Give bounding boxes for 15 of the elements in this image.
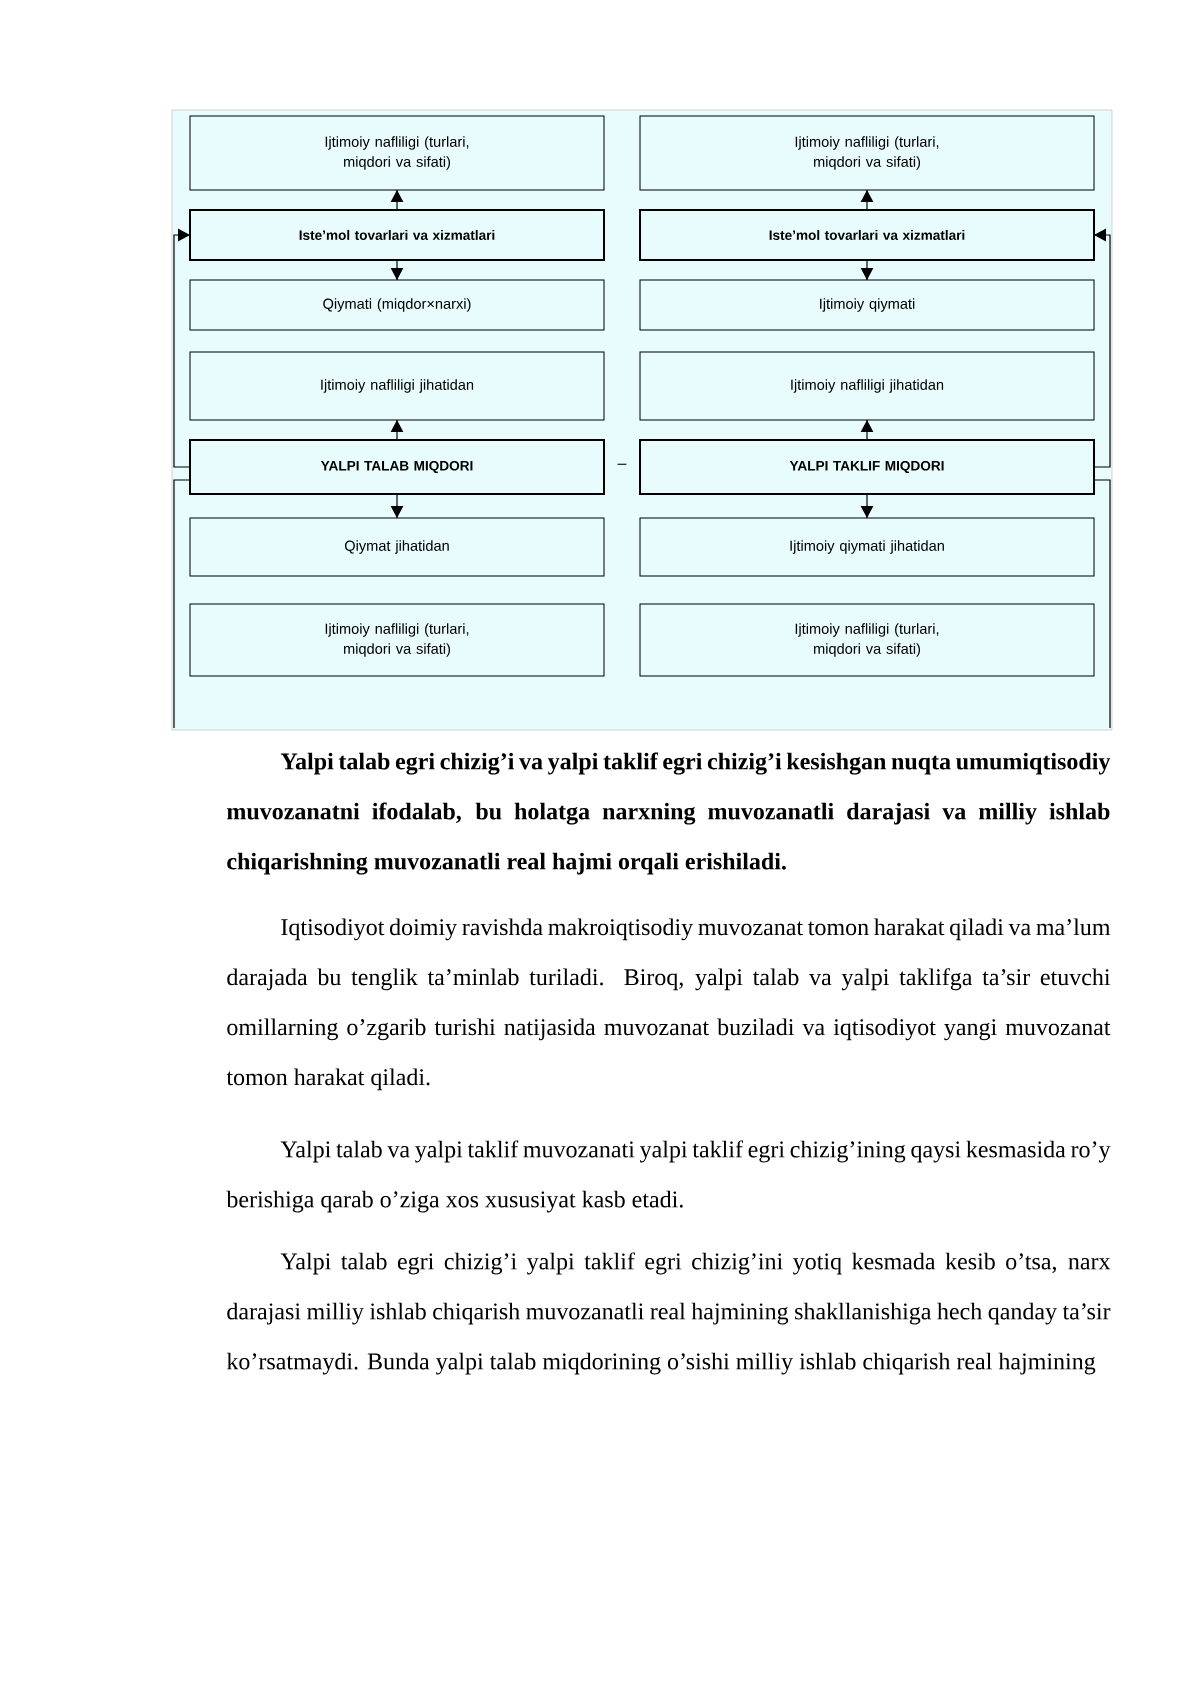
paragraph: Iqtisodiyot doimiy ravishda makroiqtisodiy muvozanat tomon harakat qiladi va ma’lum darajada bu tenglik ta’minlab turiladi. Biroq, yalpi talab va yalpi taklifga ta’sir etuvchi omillarning o’zgarib turishi natijasida muvozanat buziladi va iqtisodiyot yangi muvozanat tomon harakat qiladi. [226, 918, 1111, 1091]
arrow [390, 189, 404, 211]
arrow [390, 493, 404, 519]
arrow [1093, 228, 1111, 468]
dash-sign: – [617, 463, 627, 465]
arrow [860, 493, 874, 519]
arrow [860, 419, 874, 441]
arrow [860, 259, 874, 281]
paragraph: Yalpi talab egri chizig’i yalpi taklif egri chizig’ini yotiq kesmada kesib o’tsa, narx darajasi milliy ishlab chiqarish muvozanatli real hajmining shakllanishiga hech qanday ta’sir ko’rsatmaydi. Bunda yalpi talab miqdorining o’sishi milliy ishlab chiqarish real hajmining [226, 1252, 1111, 1375]
arrow [860, 189, 874, 211]
arrow [390, 419, 404, 441]
paragraph: Yalpi talab egri chizig’i va yalpi taklif egri chizig’i kesishgan nuqta umumiqtisodiy muvozanatni ifodalab, bu holatga narxning muvozanatli darajasi va milliy ishlab chiqarishning muvozanatli real hajmi orqali erishiladi. [227, 752, 1111, 875]
arrow [173, 228, 191, 468]
paragraph: Yalpi talab va yalpi taklif muvozanati yalpi taklif egri chizig’ining qaysi kesmasida ro’y berishiga qarab o’ziga xos xususiyat kasb etadi. [226, 1140, 1111, 1213]
arrow [390, 259, 404, 281]
